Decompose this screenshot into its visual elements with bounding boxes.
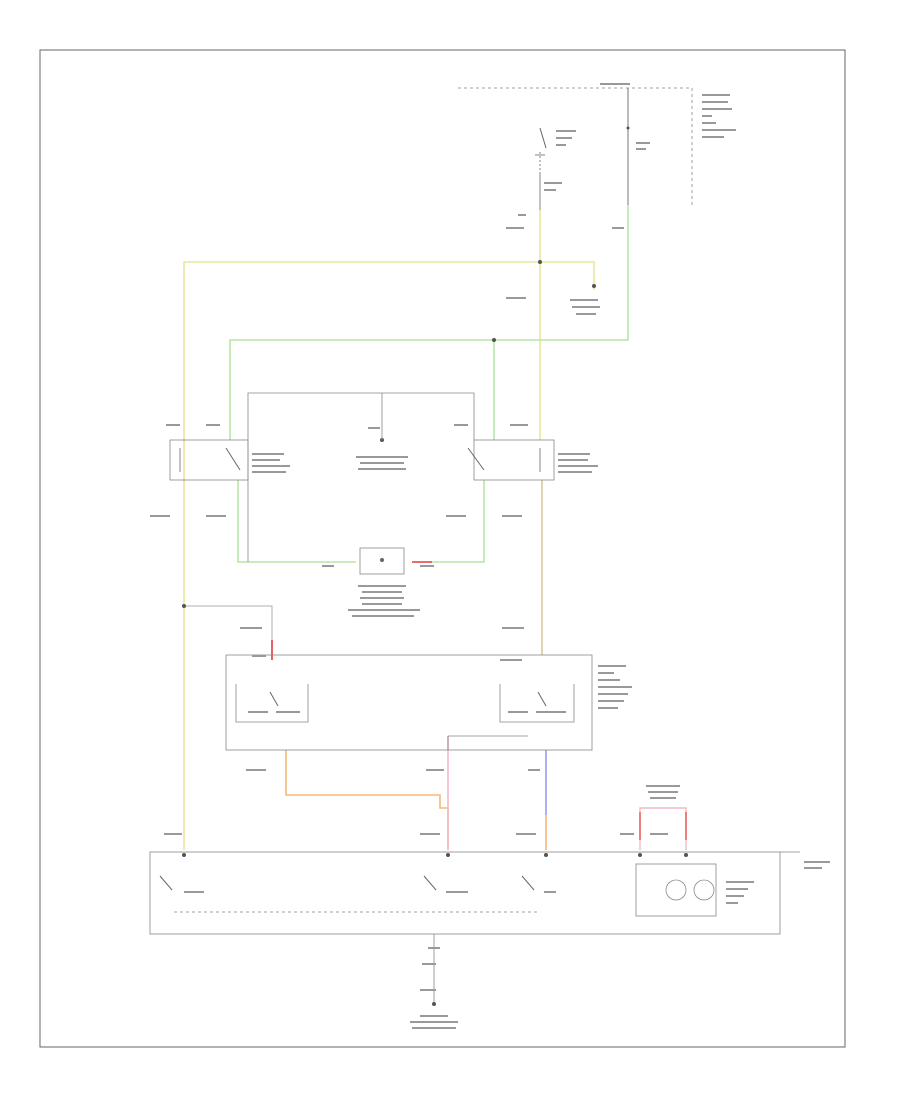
wire-yellow-main xyxy=(183,210,541,850)
right-door-switch xyxy=(446,424,598,517)
power-window-switch-top xyxy=(535,127,576,210)
left-door-switch xyxy=(150,424,290,517)
relay-component xyxy=(506,297,600,315)
page-frame xyxy=(39,49,846,1048)
fuse-block-label xyxy=(702,94,736,138)
wire-green-lower-right xyxy=(430,480,485,563)
master-lock-switch xyxy=(149,851,830,935)
wire-runs xyxy=(183,205,687,850)
wire-lamp-feed xyxy=(639,807,687,850)
wire-tags-lower xyxy=(164,769,680,835)
splice-points xyxy=(182,260,596,608)
ground-bus-upper xyxy=(247,392,475,440)
lock-relay-box xyxy=(225,627,632,751)
wire-green-lower-left xyxy=(237,480,356,563)
ground-bottom xyxy=(410,934,458,1029)
ground-label-center xyxy=(356,427,408,470)
wire-yellow-tap xyxy=(184,605,273,640)
door-lock-motor xyxy=(322,547,434,617)
wire-yellow-relay xyxy=(540,261,595,290)
wire-green-feed xyxy=(229,205,629,440)
power-feed-section xyxy=(458,83,736,229)
